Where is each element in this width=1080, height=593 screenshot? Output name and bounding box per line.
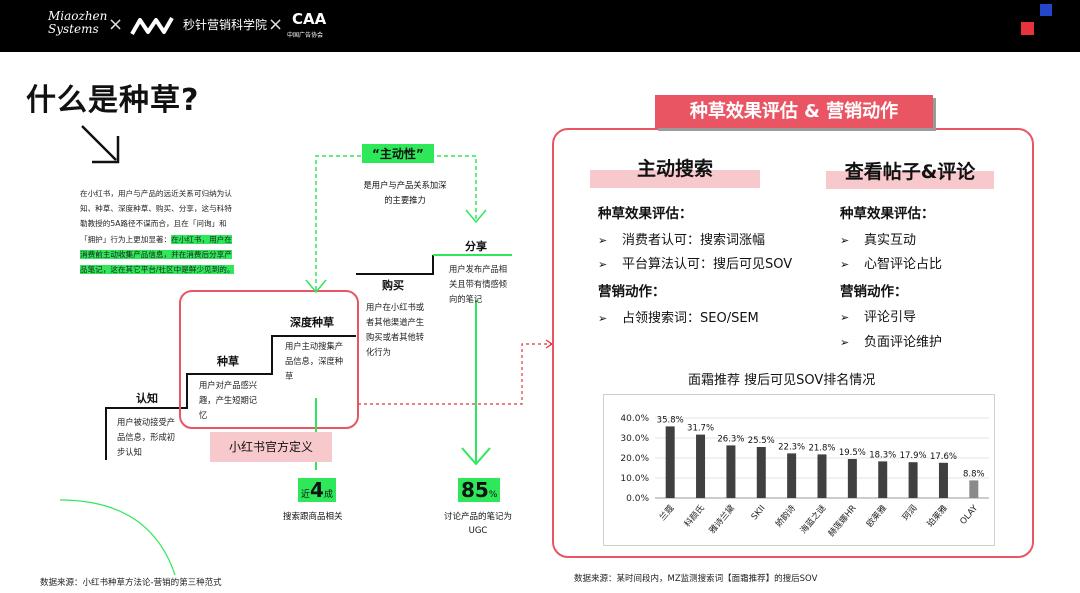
bar-value-label: 19.5% <box>839 448 866 458</box>
step-seed-title: 种草 <box>217 355 239 368</box>
left-eval-head: 种草效果评估： <box>598 206 693 222</box>
bar <box>938 462 948 498</box>
bar-value-label: 8.8% <box>963 469 985 479</box>
step-share-desc: 用户发布产品相关且带有情感倾向的笔记 <box>449 264 508 304</box>
stat-left-label: 搜索跟商品相关 <box>283 512 343 522</box>
step-deep-seed-title: 深度种草 <box>290 316 334 329</box>
bar <box>817 454 827 498</box>
step-cognition-title: 认知 <box>136 392 158 405</box>
bar-value-label: 21.8% <box>808 443 835 453</box>
bar <box>847 459 857 498</box>
step-cognition-desc: 用户被动接受产品信息，形成初步认知 <box>117 417 176 457</box>
miaozhen-logo: Miaozhen Systems <box>48 9 108 36</box>
miaozhen-academy-logo-icon <box>130 17 174 35</box>
left-title-bg <box>590 170 760 188</box>
step-deep-seed-desc: 用户主动搜集产品信息，深度种草 <box>285 341 344 381</box>
bar <box>696 434 706 498</box>
y-tick-label: 30.0% <box>620 434 649 444</box>
bar <box>878 461 888 498</box>
bar-value-label: 25.5% <box>748 436 775 446</box>
sov-bar-chart: 0.0%10.0%20.0%30.0%40.0%35.8%兰蔻31.7%科颜氏2… <box>603 394 995 546</box>
bar <box>969 480 979 498</box>
left-action-head: 营销动作： <box>598 284 666 300</box>
left-section-title: 主动搜索 <box>636 158 713 180</box>
initiative-tag: “主动性” <box>362 144 434 163</box>
right-eval-head: 种草效果评估： <box>840 206 935 222</box>
right-action-item-1: ➢评论引导 <box>840 310 917 325</box>
right-section-title: 查看帖子&评论 <box>844 161 976 183</box>
stat-right: 85% <box>458 478 501 502</box>
stat-right-label: 讨论产品的笔记为UGC <box>443 512 512 536</box>
left-eval-item-1: ➢消费者认可：搜索词涨幅 <box>598 233 766 248</box>
panel-title: 种草效果评估 & 营销动作 <box>655 95 933 128</box>
bar-value-label: 18.3% <box>869 450 896 460</box>
official-definition-label: 小红书官方定义 <box>210 432 332 462</box>
bar <box>756 447 766 498</box>
step-seed-desc: 用户对产品感兴趣，产生短期记忆 <box>199 380 258 420</box>
step-purchase-title: 购买 <box>382 279 404 292</box>
blue-square-decoration <box>1040 4 1052 16</box>
initiative-desc: 是用户与产品关系加深的主要推力 <box>363 180 447 205</box>
academy-logo-text: 秒针营销科学院 <box>183 18 268 32</box>
bar <box>787 453 797 498</box>
header-bar <box>0 0 1080 52</box>
cross-mark-2: × <box>268 14 284 35</box>
diagonal-arrow-icon <box>81 125 120 164</box>
right-eval-item-2: ➢心智评论占比 <box>840 257 943 272</box>
bar <box>908 462 918 498</box>
right-action-head: 营销动作： <box>840 284 908 300</box>
page-title: 什么是种草? <box>26 83 200 118</box>
right-title-bg <box>826 171 994 189</box>
source-left: 数据来源：小红书种草方法论-营销的第三种范式 <box>40 578 222 588</box>
bar-value-label: 26.3% <box>717 434 744 444</box>
caa-logo: CAA <box>292 10 327 28</box>
chart-title: 面霜推荐 搜后可见SOV排名情况 <box>688 373 876 388</box>
y-tick-label: 0.0% <box>626 494 649 504</box>
red-square-decoration <box>1021 22 1034 35</box>
left-eval-item-2: ➢平台算法认可：搜后可见SOV <box>598 257 793 272</box>
y-tick-label: 40.0% <box>620 414 649 424</box>
y-tick-label: 20.0% <box>620 454 649 464</box>
step-share-title: 分享 <box>465 240 487 253</box>
right-eval-item-1: ➢真实互动 <box>840 233 917 248</box>
bar-value-label: 17.6% <box>930 452 957 462</box>
y-tick-label: 10.0% <box>620 474 649 484</box>
bar-value-label: 35.8% <box>657 415 684 425</box>
bar-value-label: 17.9% <box>900 451 927 461</box>
bar-value-label: 22.3% <box>778 442 805 452</box>
source-right: 数据来源：某时间段内，MZ监测搜索词【面霜推荐】的搜后SOV <box>574 574 818 584</box>
bar <box>665 426 675 498</box>
cross-mark: × <box>108 14 124 35</box>
right-action-item-2: ➢负面评论维护 <box>840 335 943 350</box>
bar-value-label: 31.7% <box>687 424 714 434</box>
bar <box>726 445 736 498</box>
left-action-item-1: ➢占领搜索词：SEO/SEM <box>598 311 759 326</box>
intro-paragraph: 在小红书，用户与产品的远近关系可归纳为认知、种草、深度种草、购买、分享，这与科特… <box>80 189 235 275</box>
caa-logo-sub: 中国广告协会 <box>287 32 324 39</box>
step-purchase-desc: 用户在小红书或者其他渠道产生购买或者其他转化行为 <box>366 302 425 357</box>
stat-left: 近4成 <box>298 478 336 502</box>
